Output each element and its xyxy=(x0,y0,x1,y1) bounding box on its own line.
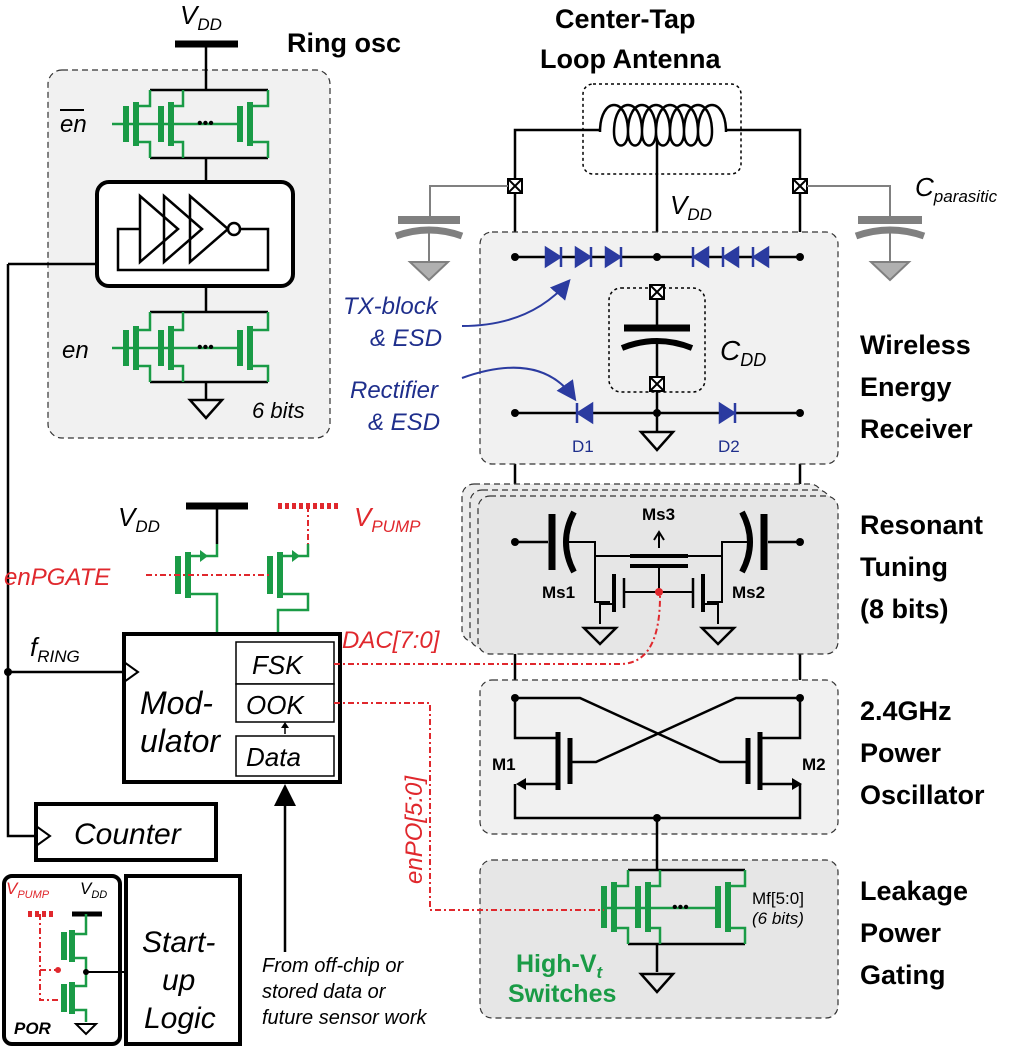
rectifier-diode-d1 xyxy=(575,401,594,425)
svg-text:•••: ••• xyxy=(197,115,214,132)
ground-icon xyxy=(187,398,225,420)
modulator-block: FSK OOK Data Mod- ulator xyxy=(122,632,342,784)
ms3-label: Ms3 xyxy=(642,505,675,524)
m1-label: M1 xyxy=(492,755,516,774)
dac-label: DAC[7:0] xyxy=(342,627,441,654)
ms1-label: Ms1 xyxy=(542,583,575,602)
svg-text:•••: ••• xyxy=(197,339,214,356)
lpg-title-2: Power xyxy=(860,918,942,948)
ring-bits-label: 6 bits xyxy=(252,398,305,423)
rt-title-1: Resonant xyxy=(860,510,983,540)
enpgate-label: enPGATE xyxy=(4,564,111,591)
en-label: en xyxy=(62,337,89,364)
high-vt-label-2: Switches xyxy=(508,980,616,1008)
cdd-label: CDD xyxy=(720,335,766,370)
rectifier-diode-d2 xyxy=(718,401,737,425)
offchip-label-3: future sensor work xyxy=(262,1007,428,1029)
wireless-energy-receiver: CDD D1 D2 TX-block & ESD Rectifier & ESD… xyxy=(343,231,973,465)
rt-title-3: (8 bits) xyxy=(860,594,949,624)
po-title-1: 2.4GHz xyxy=(860,696,952,726)
counter-block: Counter xyxy=(34,802,218,862)
ring-pmos-bank: ••• en xyxy=(60,88,270,182)
loop-antenna-coil xyxy=(598,103,728,147)
rectifier-label-2: & ESD xyxy=(368,409,440,436)
leakage-power-gating: ••• Mf[5:0] (6 bits) High-Vt Switches Le… xyxy=(479,818,968,1019)
d2-label: D2 xyxy=(718,437,740,456)
startup-label-2: up xyxy=(162,964,195,997)
ms2-label: Ms2 xyxy=(732,583,765,602)
cdd-pad-top xyxy=(649,284,665,300)
ring-nmos-bank: ••• en 6 bits xyxy=(62,310,305,423)
rt-title-2: Tuning xyxy=(860,552,948,582)
parasitic-cap-right xyxy=(807,185,926,282)
ground-icon xyxy=(638,972,676,994)
ring-osc-title: Ring osc xyxy=(287,28,401,58)
pad-left xyxy=(507,178,523,194)
enpo-bus xyxy=(334,702,604,911)
offchip-label-2: stored data or xyxy=(262,981,387,1003)
inverter-chain xyxy=(116,193,270,272)
startup-label-1: Start- xyxy=(142,926,215,959)
lpg-title-1: Leakage xyxy=(860,876,968,906)
ook-label: OOK xyxy=(246,690,305,720)
offchip-label-1: From off-chip or xyxy=(262,955,404,977)
counter-label: Counter xyxy=(74,818,182,851)
cparasitic-label: Cparasitic xyxy=(915,172,998,206)
lpg-title-3: Gating xyxy=(860,960,946,990)
mf-label: Mf[5:0] xyxy=(752,889,804,908)
tx-diodes-right xyxy=(691,245,770,269)
power-oscillator: M1 M2 2.4GHz Power Oscillator xyxy=(479,679,985,835)
mf-bits-label: (6 bits) xyxy=(752,909,804,928)
ground-icon xyxy=(638,430,676,452)
antenna-title-2: Loop Antenna xyxy=(540,44,721,74)
wer-title-2: Energy xyxy=(860,372,952,402)
fsk-label: FSK xyxy=(252,650,304,680)
dac-bus xyxy=(334,595,661,665)
startup-logic-block: Start- up Logic xyxy=(124,874,242,1046)
por-vdd-label: VDD xyxy=(80,879,107,901)
antenna-section: Center-Tap Loop Antenna VDD xyxy=(394,4,998,700)
wer-title-1: Wireless xyxy=(860,330,971,360)
fring-label: fRING xyxy=(30,632,80,666)
tx-diodes-left xyxy=(544,245,623,269)
svg-text:•••: ••• xyxy=(672,899,689,916)
por-block: VPUMP VDD POR xyxy=(2,874,126,1046)
startup-label-3: Logic xyxy=(144,1002,216,1035)
pgate-switches: VDD VPUMP enPGATE xyxy=(4,502,421,634)
vdd-antenna-label: VDD xyxy=(670,190,712,224)
modulator-label-1: Mod- xyxy=(140,685,213,721)
ground-icon xyxy=(580,626,620,646)
vpump-label: VPUMP xyxy=(354,502,421,536)
parasitic-cap-left xyxy=(394,185,508,282)
rectifier-label-1: Rectifier xyxy=(350,377,439,404)
vdd-mod-label: VDD xyxy=(118,502,160,536)
m2-label: M2 xyxy=(802,755,826,774)
po-title-3: Oscillator xyxy=(860,780,985,810)
data-label: Data xyxy=(246,742,301,772)
resonant-tuning: Ms3 Ms1 Ms2 Resonant Tuning (8 bits) xyxy=(461,483,983,655)
cdd-pad-bottom xyxy=(649,376,665,392)
enpo-label: enPO[5:0] xyxy=(401,775,428,884)
modulator-label-2: ulator xyxy=(140,723,221,759)
vdd-top-label: VDD xyxy=(180,0,222,34)
en-bar-label: en xyxy=(60,111,87,138)
antenna-title-1: Center-Tap xyxy=(555,4,696,34)
por-label: POR xyxy=(14,1019,52,1038)
por-vpump-label: VPUMP xyxy=(6,879,50,901)
ground-icon xyxy=(698,626,738,646)
tx-block-label-1: TX-block xyxy=(343,293,440,320)
wer-title-3: Receiver xyxy=(860,414,973,444)
pad-right xyxy=(792,178,808,194)
d1-label: D1 xyxy=(572,437,594,456)
tx-block-label-2: & ESD xyxy=(370,325,442,352)
ring-oscillator: VDD Ring osc • xyxy=(8,0,401,439)
high-vt-label-1: High-Vt xyxy=(516,950,604,982)
po-title-2: Power xyxy=(860,738,942,768)
